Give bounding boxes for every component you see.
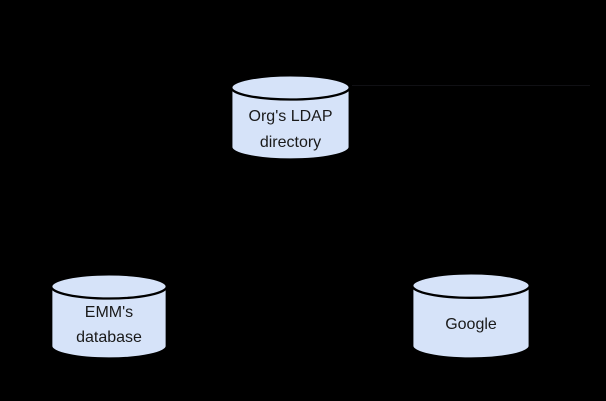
- node-label-line: directory: [259, 134, 322, 151]
- faint-connector-line: [352, 85, 590, 86]
- node-label: Google: [411, 312, 531, 338]
- node-label: EMM's database: [50, 300, 168, 350]
- node-label-line: EMM's: [84, 304, 134, 321]
- database-cylinder-icon: [230, 74, 351, 161]
- node-label: Org's LDAP directory: [230, 104, 351, 156]
- database-cylinder-icon: [50, 273, 168, 360]
- node-emms-database: EMM's database: [50, 273, 168, 360]
- node-label-line: database: [76, 329, 142, 346]
- node-label-line: Google: [445, 316, 497, 333]
- node-google: Google: [411, 272, 531, 360]
- node-orgs-ldap-directory: Org's LDAP directory: [230, 74, 351, 161]
- database-cylinder-icon: [411, 272, 531, 360]
- node-label-line: Org's LDAP: [248, 108, 333, 125]
